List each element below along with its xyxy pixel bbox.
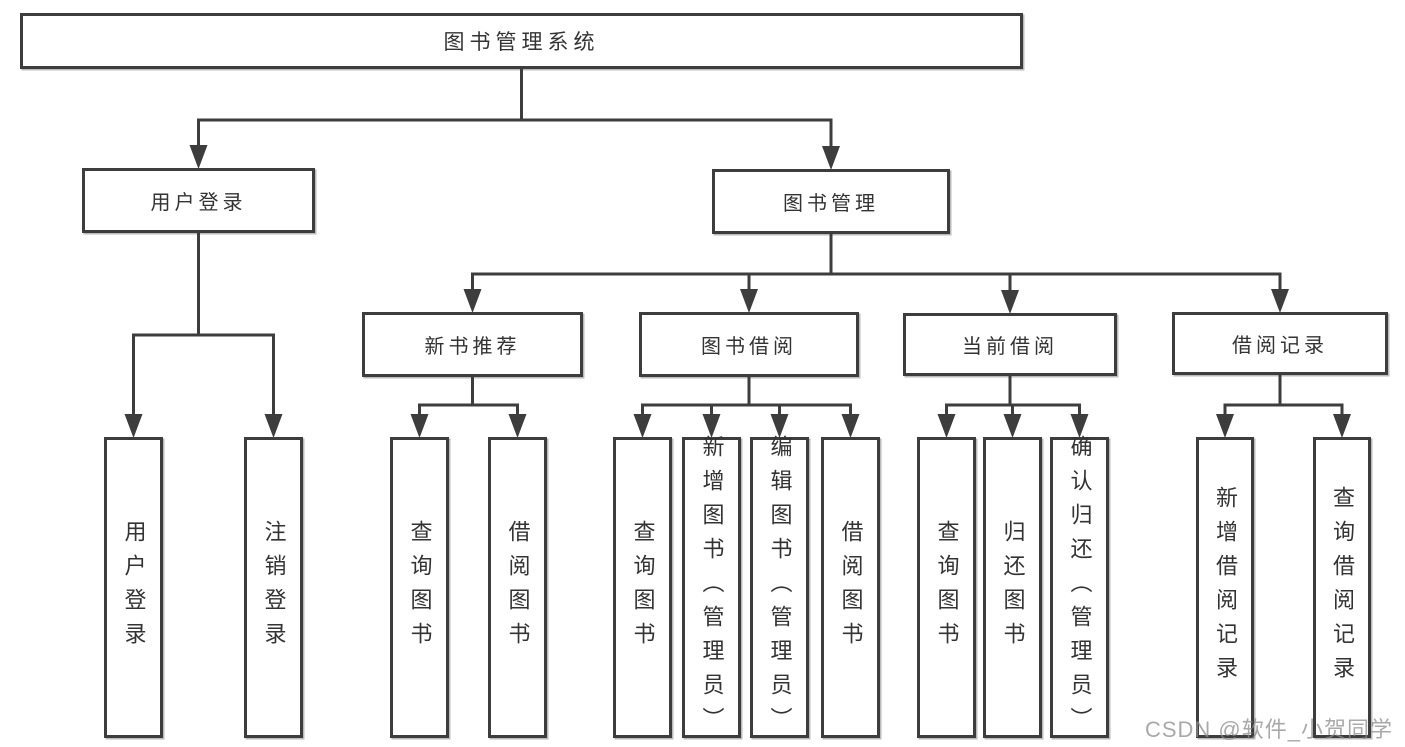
node-leaf-borrow-book-1: 借阅图书 [488,437,547,738]
edge-book-mgmt [471,232,1282,295]
arrowhead-to-leaf-query-book-2 [633,414,652,438]
edge-borrow-record [1223,373,1344,419]
node-label-root: 图书管理系统 [443,31,600,54]
node-leaf-user-login: 用户登录 [104,437,163,738]
node-label-leaf-add-book: 新增图书（管理员） [699,434,725,741]
node-book-borrow: 图书借阅 [639,312,859,377]
edge-book-borrow [641,375,852,419]
node-label-leaf-query-book-1: 查询图书 [407,519,433,656]
node-label-leaf-query-record: 查询借阅记录 [1330,485,1355,690]
arrowhead-to-leaf-borrow-book-1 [508,414,527,438]
edge-root [197,67,833,151]
node-user-login: 用户登录 [82,168,315,233]
node-label-user-login: 用户登录 [150,192,247,214]
node-leaf-add-book: 新增图书（管理员） [682,434,741,741]
node-label-leaf-borrow-book-2: 借阅图书 [838,519,864,656]
edge-new-book-rec [418,375,519,419]
arrowhead-to-current-borrow [1001,290,1019,314]
node-book-mgmt: 图书管理 [712,169,950,234]
arrowhead-to-book-mgmt [822,146,840,170]
node-label-current-borrow: 当前借阅 [962,336,1058,358]
node-label-leaf-add-record: 新增借阅记录 [1213,485,1238,690]
edge-user-login [132,231,275,419]
node-current-borrow: 当前借阅 [903,313,1117,376]
node-label-leaf-return-book: 归还图书 [1000,519,1026,656]
node-label-leaf-user-login: 用户登录 [121,519,147,656]
node-label-new-book-rec: 新书推荐 [424,336,521,358]
arrowhead-to-user-login [189,145,208,169]
edge-current-borrow [945,374,1081,419]
node-leaf-borrow-book-2: 借阅图书 [821,437,880,738]
node-leaf-logout: 注销登录 [244,437,303,738]
node-borrow-record: 借阅记录 [1172,312,1388,375]
node-leaf-query-book-3: 查询图书 [917,437,976,738]
csdn-watermark: CSDN @软件_小贺同学 [1144,717,1393,742]
arrowhead-to-leaf-logout [264,414,283,438]
node-label-leaf-query-book-3: 查询图书 [934,519,960,656]
arrowhead-to-leaf-query-book-1 [410,414,429,438]
node-root: 图书管理系统 [20,13,1023,69]
arrowhead-to-book-borrow [740,289,758,313]
node-label-leaf-confirm-return: 确认归还（管理员） [1067,434,1093,741]
arrowhead-to-leaf-return-book [1003,414,1022,438]
node-leaf-add-record: 新增借阅记录 [1196,437,1254,738]
node-leaf-query-book-2: 查询图书 [613,437,672,738]
node-label-book-borrow: 图书借阅 [701,336,797,358]
node-new-book-rec: 新书推荐 [362,312,583,377]
arrowhead-to-leaf-add-record [1216,414,1234,438]
arrowhead-to-new-book-rec [463,289,482,313]
arrowhead-to-leaf-user-login [124,414,143,438]
node-label-borrow-record: 借阅记录 [1232,335,1328,357]
node-leaf-query-record: 查询借阅记录 [1313,437,1371,738]
node-label-book-mgmt: 图书管理 [783,193,879,215]
node-label-leaf-logout: 注销登录 [261,519,287,656]
arrowhead-to-leaf-query-record [1333,414,1351,438]
node-leaf-return-book: 归还图书 [983,437,1042,738]
arrowhead-to-borrow-record [1271,289,1289,313]
node-label-leaf-query-book-2: 查询图书 [630,519,656,656]
node-leaf-confirm-return: 确认归还（管理员） [1050,434,1109,741]
node-label-leaf-borrow-book-1: 借阅图书 [505,519,531,656]
node-leaf-query-book-1: 查询图书 [390,437,449,738]
node-leaf-edit-book: 编辑图书（管理员） [750,434,809,741]
node-label-leaf-edit-book: 编辑图书（管理员） [767,434,793,741]
arrowhead-to-leaf-query-book-3 [937,414,956,438]
arrowhead-to-leaf-borrow-book-2 [841,414,860,438]
